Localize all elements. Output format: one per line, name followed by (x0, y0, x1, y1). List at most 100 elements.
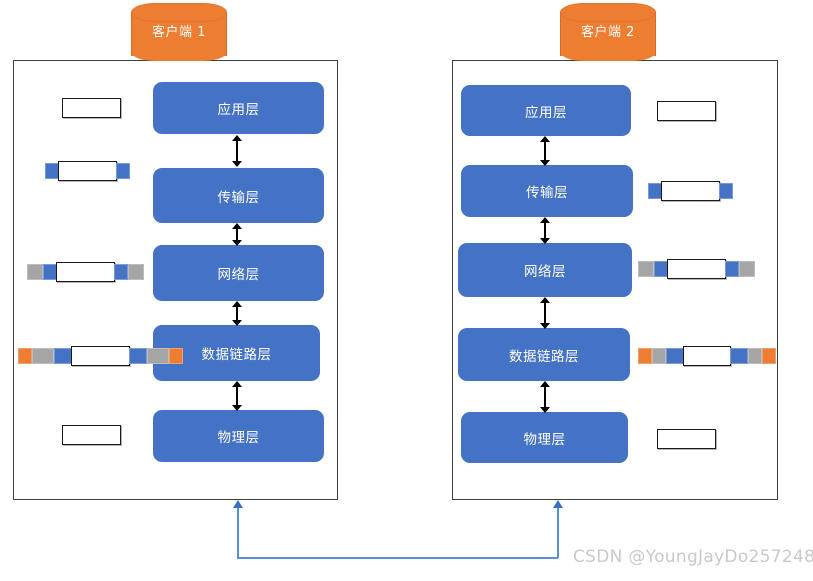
arrow-shaft (544, 386, 546, 408)
layer-box-left-datalink[interactable]: 数据链路层 (153, 325, 320, 381)
packet-segment-network-header (32, 348, 54, 364)
packet-segment-transport-trailer (730, 348, 748, 364)
packet-segment-data (657, 429, 716, 449)
packet-segment-network-trailer (748, 348, 762, 364)
connector-left-vertical (237, 508, 239, 558)
packet-segment-data (56, 262, 115, 282)
arrow-shaft (544, 141, 546, 161)
packet-segment-transport-header (648, 183, 662, 199)
packet-segment-frame-trailer (169, 348, 183, 364)
packet-right-datalink (638, 345, 776, 367)
layer-label-right-network: 网络层 (524, 264, 566, 280)
layer-box-right-transport[interactable]: 传输层 (461, 165, 633, 217)
arrow-right-app-transport (538, 136, 552, 166)
arrow-head-down-icon (232, 405, 242, 411)
arrow-shaft (544, 302, 546, 324)
packet-segment-data (661, 181, 720, 201)
packet-segment-transport-header (54, 348, 72, 364)
cylinder-top-1 (131, 3, 227, 22)
arrow-shaft (236, 228, 238, 241)
packet-segment-frame-trailer (762, 348, 776, 364)
arrow-right-transport-network (538, 217, 552, 244)
arrow-shaft (236, 306, 238, 321)
packet-segment-transport-header (43, 264, 57, 280)
packet-segment-data (657, 101, 716, 121)
packet-segment-data (58, 161, 117, 181)
arrow-left-network-datalink (230, 301, 244, 326)
arrow-head-up-icon (540, 297, 550, 303)
packet-segment-data (62, 425, 121, 445)
arrow-left-transport-network (230, 223, 244, 246)
arrow-left-app-transport (230, 135, 244, 167)
packet-segment-network-trailer (739, 261, 755, 277)
layer-label-right-application: 应用层 (525, 104, 567, 121)
arrow-right-network-datalink (538, 297, 552, 329)
arrow-head-down-icon (232, 161, 242, 167)
arrow-head-up-icon (232, 135, 242, 141)
packet-segment-transport-header (654, 261, 668, 277)
packet-segment-frame-header (638, 348, 652, 364)
packet-right-transport (648, 180, 733, 202)
cylinder-top-2 (560, 3, 656, 22)
client-cylinder-2: 客户端 2 (560, 3, 656, 61)
arrow-head-up-icon (540, 217, 550, 223)
arrow-shaft (544, 222, 546, 239)
arrow-head-down-icon (232, 320, 242, 326)
packet-segment-frame-header (18, 348, 32, 364)
packet-segment-network-header (638, 261, 654, 277)
packet-segment-transport-trailer (719, 183, 733, 199)
packet-segment-transport-header (666, 348, 684, 364)
packet-segment-network-trailer (147, 348, 169, 364)
layer-box-left-physical[interactable]: 物理层 (153, 410, 324, 462)
packet-segment-data (71, 346, 130, 366)
packet-segment-transport-trailer (114, 264, 128, 280)
connector-arrow-head-left-icon (233, 500, 243, 508)
layer-label-right-transport: 传输层 (526, 185, 568, 201)
packet-left-transport (45, 160, 130, 182)
layer-box-left-application[interactable]: 应用层 (153, 82, 324, 134)
layer-label-left-datalink: 数据链路层 (201, 347, 272, 363)
packet-left-physical (62, 424, 121, 446)
arrow-head-down-icon (540, 160, 550, 166)
packet-segment-network-header (652, 348, 666, 364)
layer-box-left-transport[interactable]: 传输层 (153, 168, 324, 223)
layer-label-left-transport: 传输层 (217, 189, 260, 206)
arrow-head-up-icon (540, 136, 550, 142)
client-label-1: 客户端 1 (152, 25, 206, 40)
packet-segment-network-trailer (128, 264, 144, 280)
packet-segment-network-header (27, 264, 43, 280)
layer-label-right-physical: 物理层 (523, 431, 566, 448)
layer-box-right-network[interactable]: 网络层 (458, 243, 632, 297)
layer-label-left-physical: 物理层 (217, 430, 260, 446)
layer-box-left-network[interactable]: 网络层 (153, 245, 324, 301)
connector-arrow-head-right-icon (553, 500, 563, 508)
packet-segment-data (683, 346, 731, 366)
packet-segment-transport-trailer (725, 261, 739, 277)
arrow-head-up-icon (540, 381, 550, 387)
packet-segment-data (667, 259, 726, 279)
packet-segment-data (62, 98, 121, 118)
layer-box-right-physical[interactable]: 物理层 (461, 412, 628, 463)
layer-label-left-network: 网络层 (217, 267, 260, 283)
arrow-head-up-icon (232, 381, 242, 387)
packet-right-application (657, 100, 716, 122)
layer-box-right-application[interactable]: 应用层 (461, 85, 631, 136)
packet-left-datalink (18, 345, 183, 367)
packet-right-physical (657, 428, 716, 450)
packet-left-network (27, 261, 144, 283)
packet-right-network (638, 258, 755, 280)
arrow-head-up-icon (232, 223, 242, 229)
packet-left-application (62, 97, 121, 119)
packet-segment-transport-header (45, 163, 59, 179)
arrow-head-up-icon (232, 301, 242, 307)
layer-label-left-application: 应用层 (217, 102, 260, 118)
packet-segment-transport-trailer (116, 163, 130, 179)
layer-box-right-datalink[interactable]: 数据链路层 (458, 328, 630, 381)
arrow-head-down-icon (540, 238, 550, 244)
packet-segment-transport-trailer (129, 348, 147, 364)
arrow-head-down-icon (540, 323, 550, 329)
arrow-right-datalink-physical (538, 381, 552, 413)
client-label-2: 客户端 2 (581, 25, 635, 40)
layer-label-right-datalink: 数据链路层 (509, 348, 579, 365)
